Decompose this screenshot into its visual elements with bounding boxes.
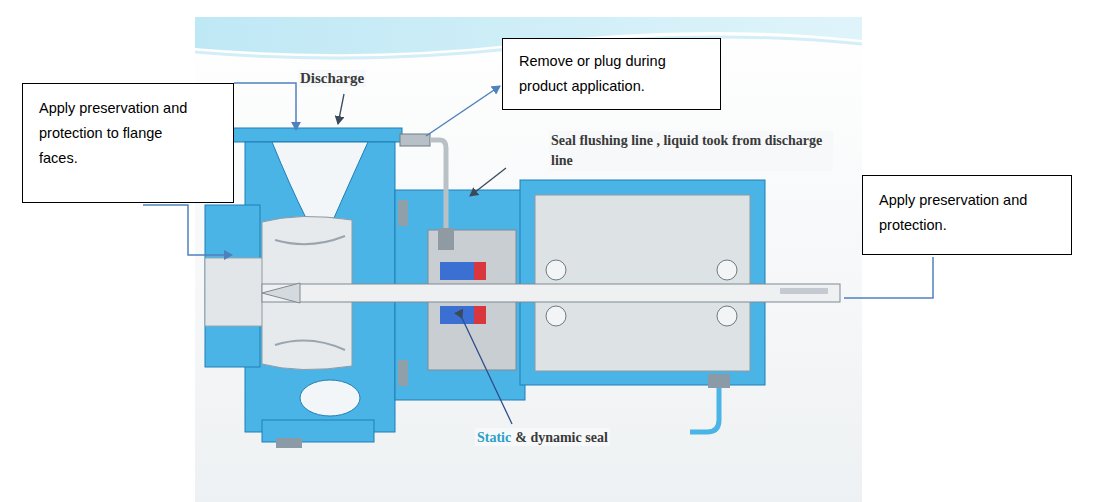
dynamic-seal [440,262,474,280]
leader-line [426,86,500,136]
static-seal [474,306,486,324]
flush-connector [438,228,454,250]
leader-line [470,168,506,196]
callout-text: Remove or plug during product applicatio… [519,49,704,99]
drain-pipe [690,388,719,432]
drain-plug [708,374,730,388]
leader-line [143,205,232,255]
keyway [780,288,828,294]
shaft [262,284,840,302]
callout-box: Apply preservation and protection to fla… [22,83,234,203]
part-label: Static [477,430,511,445]
callout-text: Apply preservation and protection. [879,188,1031,238]
bolt [398,360,408,386]
bearing-ball [546,260,566,280]
callout-box: Apply preservation and protection. [862,175,1072,255]
callout-text: Apply preservation and protection to fla… [39,96,191,171]
flush-line [430,140,446,232]
impeller-nut [262,283,300,303]
part-label: & dynamic seal [515,430,608,445]
part-label: Seal flushing line , liquid took from di… [549,131,833,171]
leader-line [338,94,344,124]
leader-line [844,257,933,298]
bearing-ball [546,306,566,326]
bearing-frame [520,180,765,385]
seal-label-group: Static & dynamic seal [475,428,610,446]
picture-ground [195,17,862,502]
dynamic-seal [440,306,474,324]
bolt [398,200,408,226]
static-seal [474,262,486,280]
flush-fitting [400,134,430,146]
leader-line [462,318,512,424]
discharge-passage [272,142,368,218]
oil-sump [535,195,750,371]
volute-passage [300,380,360,416]
callout-box: Remove or plug during product applicatio… [502,38,721,110]
drain-plug [276,438,302,448]
leader-line [234,83,296,130]
bearing-ball [717,260,737,280]
bearing-ball [717,306,737,326]
discharge-flange [232,128,402,142]
part-label: Discharge [298,70,366,87]
